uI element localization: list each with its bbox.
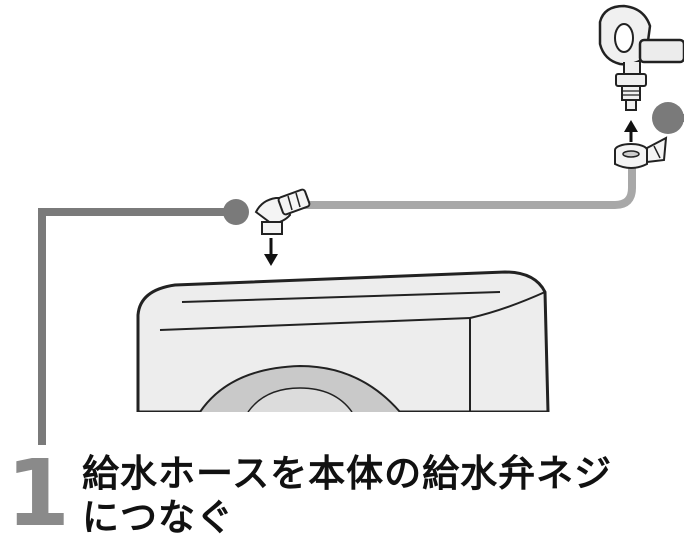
washing-machine-icon	[130, 270, 560, 416]
faucet-leader	[652, 102, 684, 134]
step-title-line-1: 給水ホースを本体の給水弁ネジ	[82, 452, 613, 495]
step-title-line-2: につなぐ	[82, 496, 234, 539]
step-number: 1	[6, 440, 71, 547]
arrow-up-icon	[624, 120, 638, 142]
faucet-icon	[598, 4, 684, 111]
hose-joint-icon	[254, 188, 311, 235]
step-title: 給水ホースを本体の給水弁ネジ につなぐ	[82, 452, 682, 540]
supply-hose	[296, 156, 636, 209]
hose-connector-icon	[614, 136, 668, 169]
arrow-down-icon	[264, 238, 278, 266]
leader-line	[38, 199, 249, 445]
